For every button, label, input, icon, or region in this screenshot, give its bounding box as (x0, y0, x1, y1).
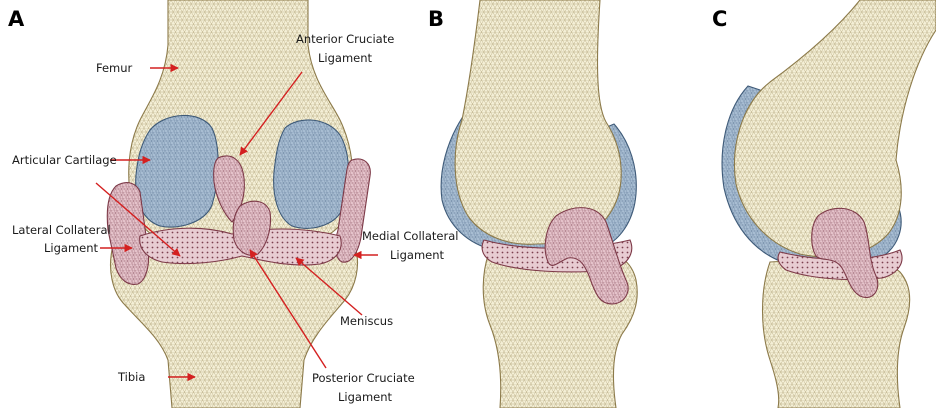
tibia-bone-c (763, 258, 910, 408)
label-meniscus: Meniscus (340, 314, 393, 328)
panel-a-letter: A (8, 7, 25, 31)
cartilage-right (274, 120, 349, 228)
label-mcl-1: Medial Collateral (362, 229, 458, 243)
panel-b-letter: B (428, 7, 444, 31)
label-femur: Femur (96, 61, 133, 75)
label-articular-cartilage: Articular Cartilage (12, 153, 117, 167)
label-pcl-2: Ligament (338, 390, 393, 404)
panel-c-letter: C (712, 7, 727, 31)
label-acl-2: Ligament (318, 51, 373, 65)
panel-b: B (428, 0, 637, 408)
label-tibia: Tibia (117, 370, 145, 384)
panel-c: C (712, 0, 936, 408)
label-mcl-2: Ligament (390, 248, 445, 262)
panel-a: A Femur Anterior Cruciate Ligament Artic… (8, 0, 458, 408)
femur-bone-b (455, 0, 621, 244)
label-pcl-1: Posterior Cruciate (312, 371, 415, 385)
cartilage-left (136, 115, 218, 227)
label-lcl-2: Ligament (44, 241, 99, 255)
label-lcl-1: Lateral Collateral (12, 223, 111, 237)
label-acl-1: Anterior Cruciate (296, 32, 394, 46)
